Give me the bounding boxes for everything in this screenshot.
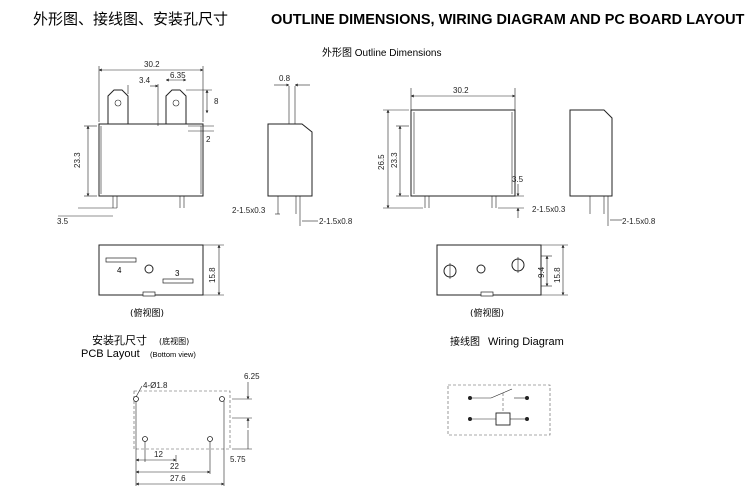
dim-total-height: 26.5 xyxy=(377,154,386,170)
dim-width-right: 30.2 xyxy=(453,86,469,95)
top-view-caption-left: (俯视图) xyxy=(130,307,164,319)
dim-inner-height: 9.4 xyxy=(537,266,546,278)
title-chinese: 外形图、接线图、安装孔尺寸 xyxy=(33,10,228,28)
front-view-left: 30.2 3.4 6.35 8 2 23.3 3.5 xyxy=(57,60,219,226)
pcb-holes-label: 4-Ø1.8 xyxy=(143,381,168,390)
dim-pin-width: 6.35 xyxy=(170,71,186,80)
dim-shoulder: 2 xyxy=(206,135,211,144)
dim-top-height-left: 15.8 xyxy=(208,267,217,283)
side-view-left: 0.8 2-1.5x0.3 2-1.5x0.8 xyxy=(232,74,353,226)
dim-pin-offset: 3.5 xyxy=(57,217,69,226)
top-view-left: 4 3 15.8 (俯视图) xyxy=(98,244,224,319)
pcb-title-en-note: (Bottom view) xyxy=(150,350,196,359)
pcb-dim-top: 6.25 xyxy=(244,372,260,381)
top-view-caption-right: (俯视图) xyxy=(470,307,504,319)
wiring-diagram: 接线图 Wiring Diagram xyxy=(447,335,564,436)
dim-pin-b-right: 2-1.5x0.8 xyxy=(622,217,656,226)
pin-4-label: 4 xyxy=(117,266,122,275)
wiring-title-cn: 接线图 xyxy=(450,335,480,348)
dim-pin-length: 3.5 xyxy=(512,175,524,184)
dim-tab-height: 8 xyxy=(214,97,219,106)
wiring-title-en: Wiring Diagram xyxy=(488,336,564,348)
dim-body-height: 23.3 xyxy=(73,152,82,168)
dim-pin-gap: 3.4 xyxy=(139,76,151,85)
side-view-right: 2-1.5x0.3 2-1.5x0.8 xyxy=(532,109,656,226)
outline-caption: 外形图 Outline Dimensions xyxy=(322,47,441,59)
front-view-right: 30.2 26.5 23.3 3.5 xyxy=(377,86,524,218)
pcb-title-en: PCB Layout xyxy=(81,348,140,360)
dim-body-height-right: 23.3 xyxy=(390,152,399,168)
title-english: OUTLINE DIMENSIONS, WIRING DIAGRAM AND P… xyxy=(271,12,745,28)
pcb-dim-22: 22 xyxy=(170,462,179,471)
pcb-title-cn-note: (底视图) xyxy=(159,336,189,346)
dim-pin-b-left: 2-1.5x0.8 xyxy=(319,217,353,226)
dim-width-front: 30.2 xyxy=(144,60,160,69)
pcb-title-cn: 安装孔尺寸 xyxy=(92,333,147,347)
pcb-dim-bottom: 5.75 xyxy=(230,455,246,464)
top-view-right: 9.4 15.8 (俯视图) xyxy=(436,244,568,319)
dim-pin-a-left: 2-1.5x0.3 xyxy=(232,206,266,215)
pcb-layout: 安装孔尺寸 (底视图) PCB Layout (Bottom view) 4-Ø… xyxy=(81,333,260,486)
pin-3-label: 3 xyxy=(175,269,180,278)
pcb-dim-12: 12 xyxy=(154,450,163,459)
dim-top-height-right: 15.8 xyxy=(553,267,562,283)
dim-pin-thickness: 0.8 xyxy=(279,74,291,83)
dim-pin-a-right: 2-1.5x0.3 xyxy=(532,205,566,214)
pcb-dim-27-6: 27.6 xyxy=(170,474,186,483)
